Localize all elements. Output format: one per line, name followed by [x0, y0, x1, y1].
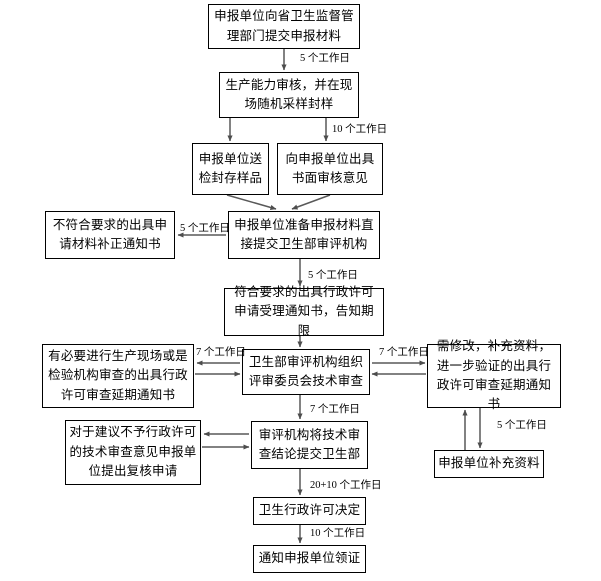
edge-label-text: 10 个工作日 [310, 528, 366, 539]
edge-label-text: 7 个工作日 [196, 347, 246, 358]
node-label: 审评机构将技术审查结论提交卫生部 [258, 427, 361, 461]
edge-label-text: 5 个工作日 [180, 223, 230, 234]
edge-label-n9-n8: 7 个工作日 [196, 347, 246, 359]
edge-label-n9-n10: 7 个工作日 [379, 347, 429, 359]
node-label: 申报单位向省卫生监督管理部门提交申报材料 [214, 9, 354, 43]
edge-label-text: 5 个工作日 [308, 270, 358, 281]
node-issue-written-review-opinion: 向申报单位出具书面审核意见 [277, 143, 383, 195]
node-non-compliant-correction-notice: 不符合要求的出具申请材料补正通知书 [45, 211, 175, 259]
node-label: 向申报单位出具书面审核意见 [285, 151, 375, 185]
node-applicant-supplement-materials: 申报单位补充资料 [434, 450, 544, 478]
node-label: 申报单位送检封存样品 [198, 151, 263, 185]
node-compliant-acceptance-notice: 符合要求的出具行政许可申请受理通知书，告知期限 [224, 285, 384, 338]
node-label: 申报单位准备申报材料直接提交卫生部审评机构 [234, 217, 374, 251]
edge-n4-n6 [291, 194, 331, 210]
node-submit-review-conclusion: 审评机构将技术审查结论提交卫生部 [251, 421, 368, 469]
node-label: 不符合要求的出具申请材料补正通知书 [52, 217, 168, 251]
edge-label-text: 7 个工作日 [310, 404, 360, 415]
node-send-sealed-samples: 申报单位送检封存样品 [192, 143, 269, 195]
edge-label-n12-n14: 20+10 个工作日 [310, 480, 382, 492]
node-revision-supplement-extension-notice: 需修改，补充资料，进一步验证的出具行政许可审查延期通知书 [427, 339, 561, 411]
edge-label-n1-n2: 5 个工作日 [300, 53, 350, 65]
node-label: 符合要求的出具行政许可申请受理通知书，告知期限 [234, 284, 374, 338]
edge-label-text: 7 个工作日 [379, 347, 429, 358]
node-label: 需修改，补充资料，进一步验证的出具行政许可审查延期通知书 [436, 339, 552, 412]
node-label: 卫生行政许可决定 [258, 503, 361, 518]
node-onsite-inspection-extension-notice: 有必要进行生产现场或是检验机构审查的出具行政许可审查延期通知书 [42, 344, 194, 408]
node-label: 生产能力审核，并在现场随机采样封样 [225, 77, 353, 111]
node-label: 申报单位补充资料 [438, 456, 540, 471]
node-label: 卫生部审评机构组织评审委员会技术审查 [248, 354, 364, 388]
node-technical-review-committee: 卫生部审评机构组织评审委员会技术审查 [242, 349, 370, 395]
node-health-administrative-decision: 卫生行政许可决定 [253, 497, 366, 525]
edge-label-n2-n4: 10 个工作日 [332, 124, 388, 136]
node-notify-applicant-collect-license: 通知申报单位领证 [253, 545, 366, 573]
edge-label-n14-n15: 10 个工作日 [310, 528, 366, 540]
edge-label-n6-n5: 5 个工作日 [180, 223, 230, 235]
edge-label-n9-n12: 7 个工作日 [310, 404, 360, 416]
node-label: 通知申报单位领证 [258, 551, 361, 566]
connector-group [177, 49, 483, 544]
edge-label-text: 20+10 个工作日 [310, 480, 382, 491]
node-production-capacity-review: 生产能力审核，并在现场随机采样封样 [219, 72, 359, 118]
node-submit-materials-to-ministry: 申报单位准备申报材料直接提交卫生部审评机构 [228, 211, 380, 259]
edge-label-n6-n7: 5 个工作日 [308, 270, 358, 282]
edge-label-n10-n13: 5 个工作日 [497, 420, 547, 432]
edge-label-text: 5 个工作日 [300, 53, 350, 64]
edge-label-text: 5 个工作日 [497, 420, 547, 431]
edge-label-text: 10 个工作日 [332, 124, 388, 135]
node-label: 对于建议不予行政许可的技术审查意见申报单位提出复核申请 [69, 425, 197, 479]
edge-n3-n6 [226, 194, 277, 210]
node-label: 有必要进行生产现场或是检验机构审查的出具行政许可审查延期通知书 [48, 348, 188, 402]
node-reexamination-application: 对于建议不予行政许可的技术审查意见申报单位提出复核申请 [65, 420, 201, 485]
node-submit-to-provincial-supervision: 申报单位向省卫生监督管理部门提交申报材料 [208, 4, 360, 49]
